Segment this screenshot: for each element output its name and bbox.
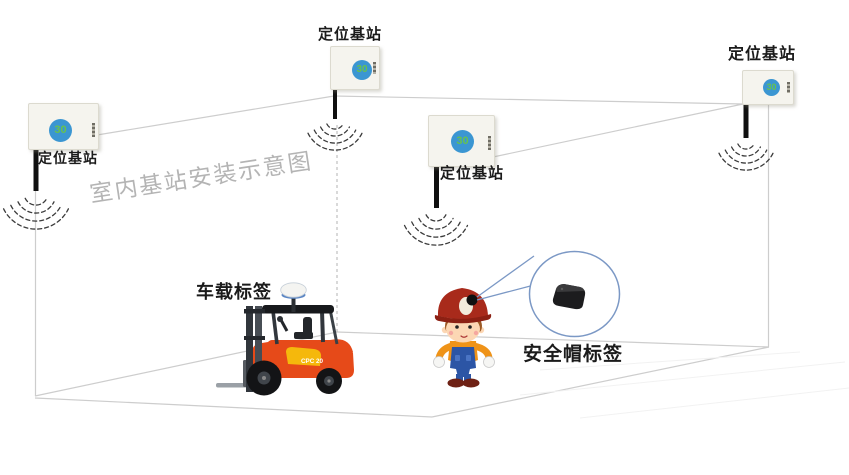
helmet-tag-device (552, 284, 586, 310)
seat (303, 317, 312, 336)
base-station-label-left: 定位基站 (38, 150, 98, 166)
cab-roof (262, 305, 334, 314)
signal-waves-top-station (307, 123, 363, 151)
station-connector-icon (786, 82, 790, 93)
base-station-label-right: 定位基站 (728, 46, 797, 63)
station-connector-icon (372, 62, 376, 74)
station-badge: 30 (451, 130, 474, 153)
signal-waves-right-station (718, 143, 774, 171)
engine-hood (286, 347, 322, 366)
mast (246, 306, 253, 392)
shoe-left (447, 378, 465, 388)
glove-left (433, 356, 445, 368)
station-connector-icon (91, 123, 95, 137)
station-badge: 30 (763, 79, 780, 96)
base-station-label-top: 定位基站 (318, 26, 383, 43)
helmet-tag-on-hat (466, 294, 478, 306)
gps-dome-antenna-icon (280, 282, 307, 312)
worker-illustration (433, 288, 495, 388)
forklift-model-text: CPC 20 (301, 358, 324, 365)
base-station-middle: 30 (428, 115, 495, 167)
base-station-left: 30 (28, 103, 99, 150)
helmet-tag-callout (476, 250, 621, 338)
room-wireframe (34, 95, 770, 418)
base-station-label-middle: 定位基站 (440, 165, 505, 182)
base-station-top: 30 (330, 46, 380, 90)
helmet-tag-label: 安全帽标签 (523, 344, 624, 365)
forklift-illustration: CPC 20 (216, 282, 354, 396)
signal-waves-left-station (2, 197, 70, 230)
glove-right (483, 356, 495, 368)
station-badge: 30 (49, 119, 72, 142)
floor-texture-lines (519, 351, 849, 419)
base-station-right: 30 (742, 70, 794, 105)
signal-waves-middle-station (403, 214, 469, 246)
shoe-right (462, 378, 480, 388)
vehicle-tag-label: 车载标签 (196, 282, 272, 302)
station-badge: 30 (352, 60, 372, 80)
overalls (450, 347, 476, 377)
station-connector-icon (487, 136, 491, 150)
